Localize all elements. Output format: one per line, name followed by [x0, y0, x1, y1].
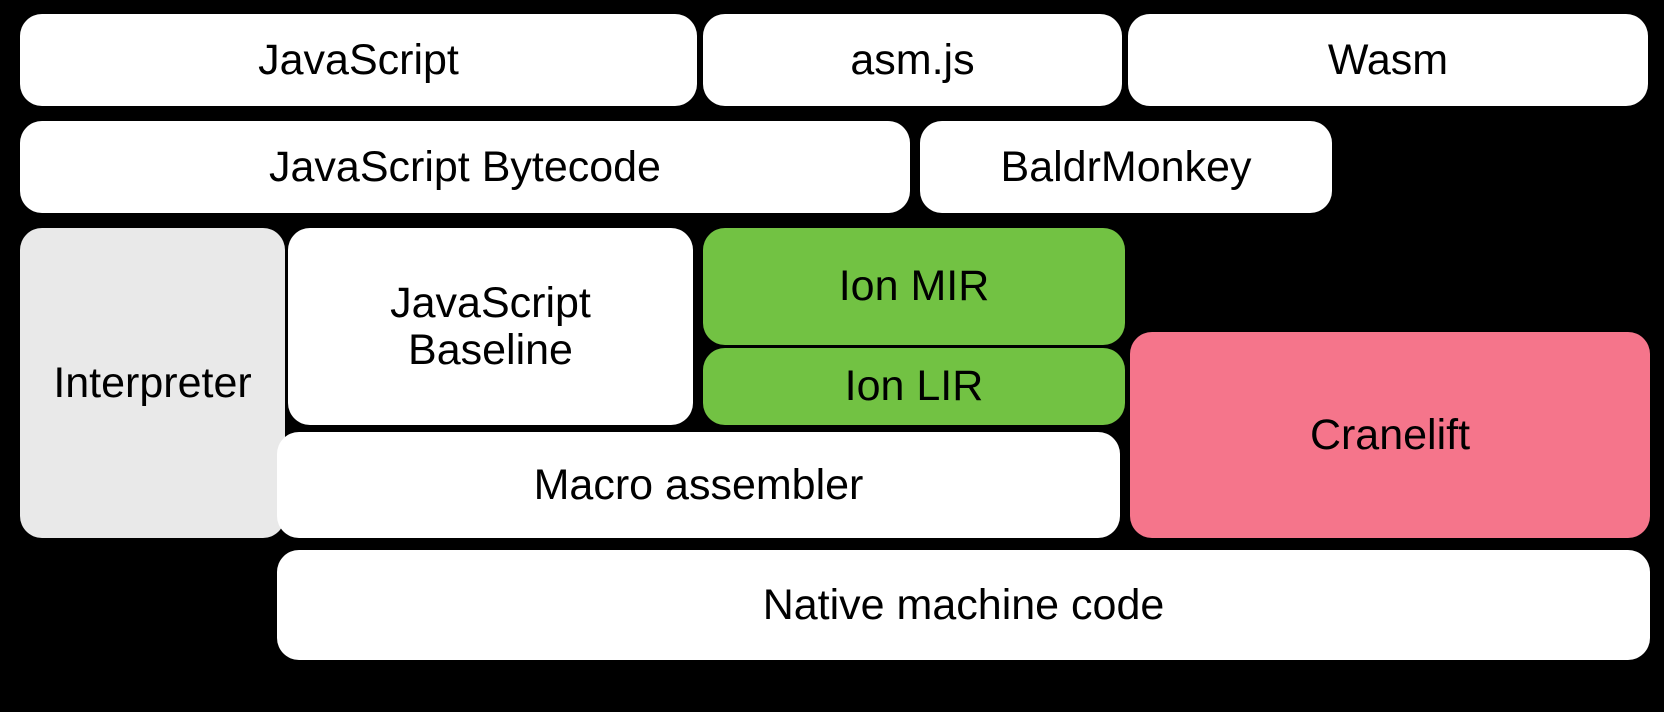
node-cranelift[interactable]: Cranelift	[1130, 332, 1650, 538]
node-baldrmonkey[interactable]: BaldrMonkey	[920, 121, 1332, 213]
node-ion-mir[interactable]: Ion MIR	[703, 228, 1125, 345]
node-javascript-baseline[interactable]: JavaScript Baseline	[288, 228, 693, 425]
node-javascript-bytecode[interactable]: JavaScript Bytecode	[20, 121, 910, 213]
node-ion-lir[interactable]: Ion LIR	[703, 348, 1125, 425]
node-javascript[interactable]: JavaScript	[20, 14, 697, 106]
node-interpreter[interactable]: Interpreter	[20, 228, 285, 538]
node-native-machine-code[interactable]: Native machine code	[277, 550, 1650, 660]
node-wasm[interactable]: Wasm	[1128, 14, 1648, 106]
node-asm-js[interactable]: asm.js	[703, 14, 1122, 106]
node-macro-assembler[interactable]: Macro assembler	[277, 432, 1120, 538]
